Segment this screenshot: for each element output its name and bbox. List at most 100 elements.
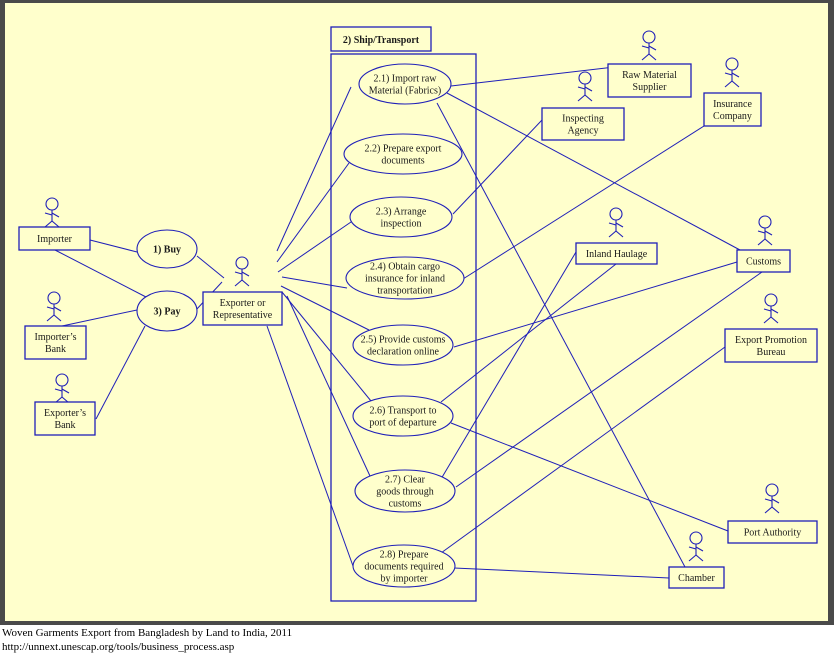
- actor-box: [24, 325, 87, 360]
- use-case-pay[interactable]: 3) Pay: [136, 290, 198, 332]
- actor-customs[interactable]: Customs: [736, 215, 791, 273]
- actor-box: [541, 107, 625, 141]
- association-line-uc-2-7-to-customs: [455, 271, 763, 488]
- use-case-label: declaration online: [367, 347, 439, 358]
- association-line-exporter-to-uc-2-7: [286, 295, 371, 477]
- actor-label: Importer: [37, 234, 73, 245]
- association-line-uc-2-3-to-inspecting-agency: [452, 119, 543, 215]
- use-case-label: 2.4) Obtain cargo: [370, 262, 440, 273]
- actor-box: [703, 92, 762, 127]
- association-line-exporter-to-uc-2-3: [277, 221, 352, 273]
- actor-label: Exporter’s: [44, 408, 86, 419]
- use-case-label: documents required: [364, 562, 443, 573]
- association-line-uc-2-6-to-inland-haulage: [440, 263, 617, 403]
- actor-chamber[interactable]: Chamber: [668, 531, 725, 589]
- use-case-label: by importer: [381, 574, 429, 585]
- actor-label: Agency: [567, 126, 598, 137]
- actor-inland-haulage[interactable]: Inland Haulage: [575, 207, 658, 265]
- actor-label: Bank: [45, 344, 66, 355]
- system-boundary-label-box: [330, 26, 432, 52]
- caption: Woven Garments Export from Bangladesh by…: [2, 626, 832, 654]
- actor-label: Inland Haulage: [586, 249, 648, 260]
- actor-importer[interactable]: Importer: [18, 197, 91, 251]
- use-case-label: 2.2) Prepare export: [365, 144, 442, 155]
- caption-url[interactable]: http://unnext.unescap.org/tools/business…: [2, 641, 235, 653]
- association-line-uc-2-8-to-export-promotion-bureau: [440, 346, 726, 554]
- actor-label: Customs: [746, 257, 781, 268]
- association-lines: [54, 63, 763, 579]
- association-line-uc-2-4-to-insurance-company: [462, 125, 705, 280]
- use-case-label: 1) Buy: [153, 245, 181, 256]
- actor-label: Representative: [213, 310, 273, 321]
- association-line-uc-2-1-to-customs: [446, 92, 741, 251]
- association-line-exporter-to-uc-2-2: [276, 162, 350, 263]
- use-case-label: 2.3) Arrange: [376, 207, 427, 218]
- actor-label: Bank: [54, 420, 75, 431]
- use-case-ellipse: [352, 395, 454, 437]
- association-line-exporter-to-uc-2-6: [281, 291, 372, 402]
- use-case-label: goods through: [376, 487, 434, 498]
- use-case-ellipse: [354, 469, 456, 513]
- actor-stick-figure-icon: [46, 291, 62, 322]
- actor-stick-figure-icon: [577, 71, 593, 102]
- use-case-label: 2.6) Transport to: [370, 406, 437, 417]
- actor-port-authority[interactable]: Port Authority: [727, 483, 818, 544]
- use-case-label: port of departure: [369, 418, 437, 429]
- actor-label: Export Promotion: [735, 335, 807, 346]
- use-case-label: documents: [381, 156, 424, 167]
- association-line-uc-2-7-to-inland-haulage: [440, 251, 577, 480]
- use-case-label: inspection: [380, 219, 421, 230]
- actor-label: Inspecting: [562, 114, 604, 125]
- use-case-label: Material (Fabrics): [369, 86, 441, 97]
- use-case-label: 2.7) Clear: [385, 475, 426, 486]
- actor-box: [607, 63, 692, 98]
- use-case-label: 3) Pay: [154, 307, 181, 318]
- actor-label: Bureau: [757, 347, 786, 358]
- actor-box: [575, 242, 658, 265]
- use-case-ellipse: [343, 133, 463, 175]
- use-case-label: 2.1) Import raw: [373, 74, 437, 85]
- association-line-uc-2-1-to-chamber: [436, 102, 686, 568]
- actor-stick-figure-icon: [641, 30, 657, 61]
- use-case-ellipse: [136, 229, 198, 269]
- association-line-uc-2-8-to-chamber: [453, 567, 670, 579]
- actor-box: [727, 520, 818, 544]
- actor-stick-figure-icon: [608, 207, 624, 238]
- actors: ImporterImporter’sBankExporter’sBankExpo…: [18, 30, 818, 589]
- association-line-exporter-to-uc-2-4: [281, 276, 348, 289]
- association-line-uc-2-6-to-port-authority: [450, 422, 729, 532]
- use-case-ellipse: [352, 544, 456, 588]
- use-case-ellipse: [358, 63, 452, 105]
- actor-box: [724, 328, 818, 363]
- use-case-ellipse: [136, 290, 198, 332]
- use-case-buy[interactable]: 1) Buy: [136, 229, 198, 269]
- actor-stick-figure-icon: [234, 256, 250, 287]
- association-line-exporter-to-uc-2-8: [266, 325, 354, 567]
- actor-stick-figure-icon: [54, 373, 70, 404]
- use-case-ellipse: [352, 324, 454, 366]
- actor-stick-figure-icon: [757, 215, 773, 246]
- use-case-label: transportation: [377, 286, 433, 297]
- actor-label: Port Authority: [744, 528, 802, 539]
- actor-box: [202, 291, 283, 326]
- actor-box: [736, 249, 791, 273]
- actor-stick-figure-icon: [724, 57, 740, 88]
- actor-box: [668, 566, 725, 589]
- use-case-label: 2.5) Provide customs: [361, 335, 446, 346]
